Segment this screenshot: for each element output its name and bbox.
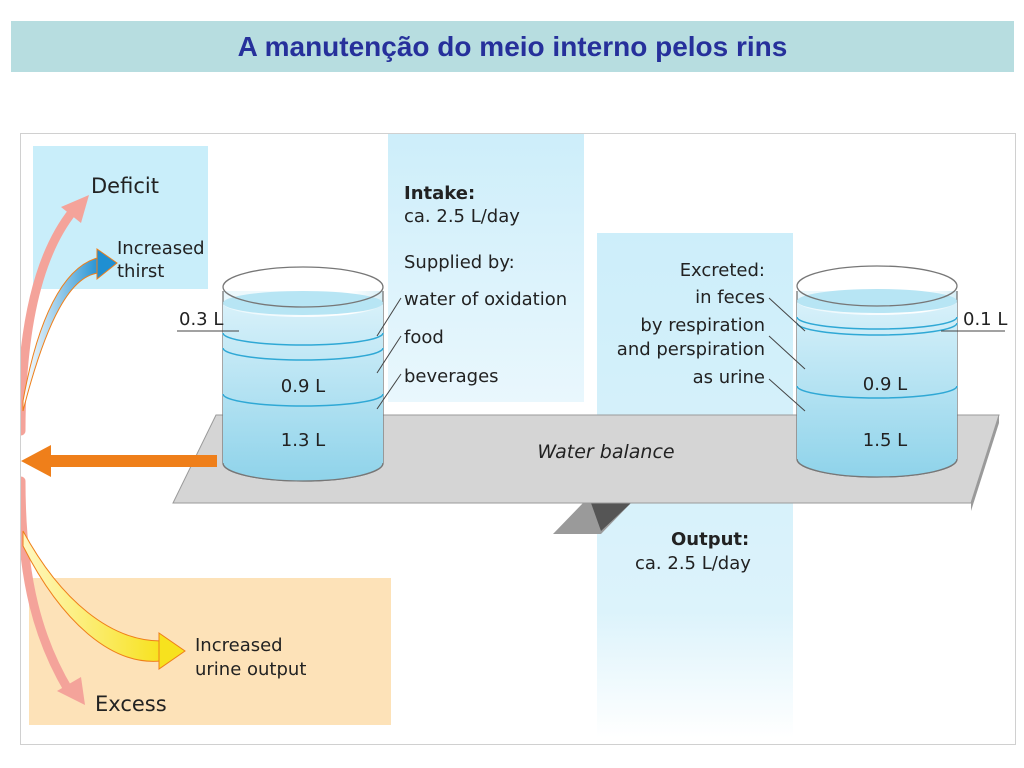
deficit-panel — [33, 146, 208, 289]
water-balance-figure: Water balance 0.9 L 1.3 L 0.3 L 0.9 L 1.… — [16, 133, 1016, 745]
intake-heading: Intake: — [404, 183, 475, 204]
excess-arc — [16, 476, 74, 696]
supplied-by-label: Supplied by: — [404, 252, 515, 273]
fulcrum-shadow — [591, 503, 631, 531]
route-respiration: by respiration — [640, 315, 765, 336]
urine-arrowhead — [158, 632, 186, 670]
route-feces: in feces — [695, 287, 765, 308]
increased-urine-line2: urine output — [195, 659, 306, 680]
intake-amount-beverages-label: 0.9 L — [281, 376, 325, 397]
orange-arrow-shaft — [45, 455, 217, 467]
output-amount-respiration-label: 0.9 L — [863, 374, 907, 395]
page-title: A manutenção do meio interno pelos rins — [237, 30, 788, 62]
excess-label: Excess — [95, 692, 167, 716]
balance-label: Water balance — [537, 441, 674, 463]
deficit-arrowhead — [61, 195, 89, 223]
title-bar: A manutenção do meio interno pelos rins — [11, 21, 1014, 72]
excess-arrowhead — [57, 677, 85, 705]
water-balance-diagram: Water balance 0.9 L 1.3 L 0.3 L 0.9 L 1.… — [16, 134, 1007, 738]
deficit-label: Deficit — [91, 174, 159, 198]
deficit-arc — [16, 206, 78, 436]
leader-feces — [768, 297, 806, 332]
intake-glass — [222, 266, 384, 482]
leader-beverages — [376, 373, 402, 410]
route-perspiration: and perspiration — [617, 339, 765, 360]
intake-amount-oxidation-label: 0.3 L — [179, 309, 223, 330]
thirst-arrowhead — [96, 248, 118, 281]
excess-panel — [29, 578, 391, 725]
source-food: food — [404, 327, 444, 348]
balance-beam-edge — [971, 415, 999, 511]
output-rate: ca. 2.5 L/day — [635, 553, 751, 574]
output-amount-urine-label: 1.5 L — [863, 430, 907, 451]
leader-food — [376, 335, 402, 374]
route-urine: as urine — [693, 367, 765, 388]
orange-arrowhead — [21, 445, 51, 477]
excreted-label: Excreted: — [680, 260, 765, 281]
source-oxidation: water of oxidation — [404, 289, 567, 310]
source-beverages: beverages — [404, 366, 499, 387]
output-glass — [796, 265, 958, 478]
intake-panel — [388, 134, 584, 402]
leader-oxidation — [376, 297, 402, 337]
leader-urine — [768, 378, 806, 412]
increased-thirst-line2: thirst — [117, 261, 164, 282]
output-amount-feces-label: 0.1 L — [963, 309, 1007, 330]
increased-urine-line1: Increased — [195, 635, 283, 656]
intake-rate: ca. 2.5 L/day — [404, 206, 520, 227]
intake-amount-label: 1.3 L — [281, 430, 325, 451]
leader-respiration — [768, 335, 806, 370]
output-heading: Output: — [671, 529, 749, 550]
increased-thirst-line1: Increased — [117, 238, 205, 259]
